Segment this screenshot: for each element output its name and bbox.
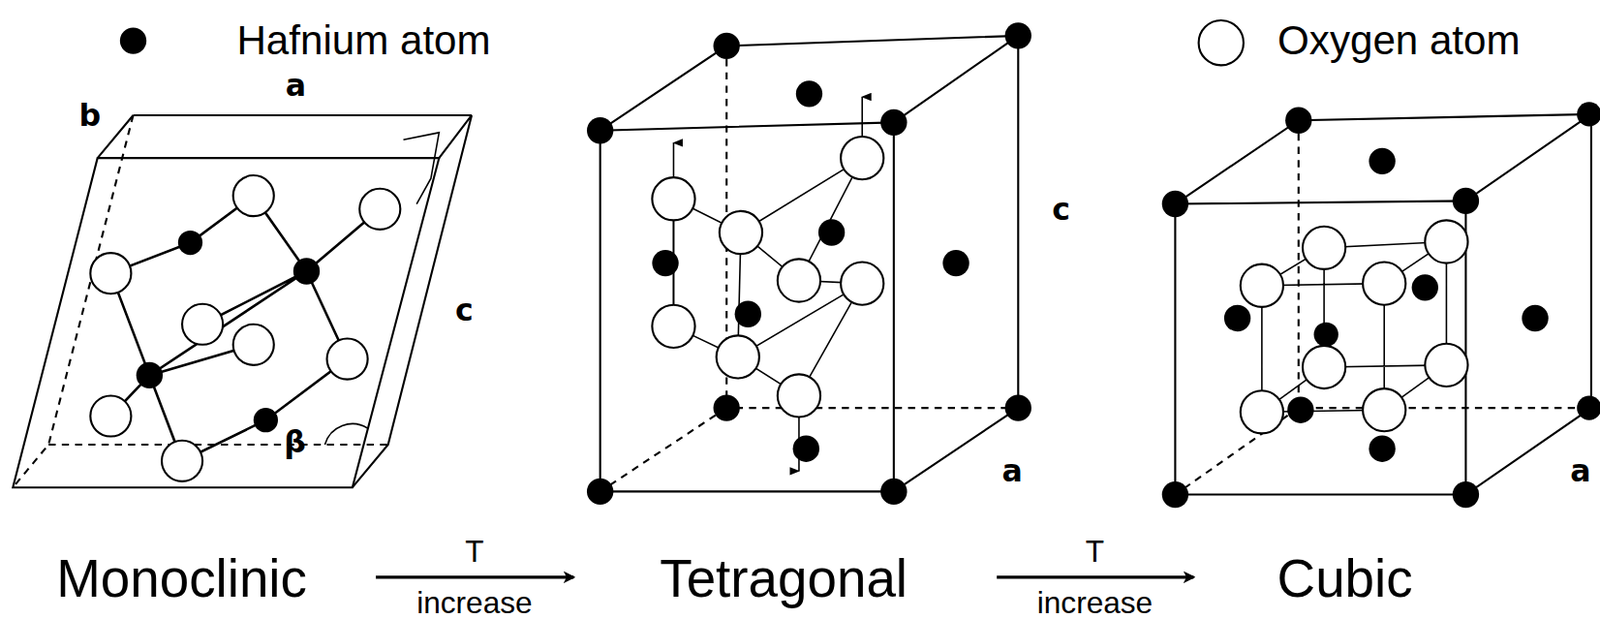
transition-label: increase [1037,587,1153,619]
lattice-label: a [1569,456,1591,488]
monoclinic-hafnium [136,230,320,432]
phase-name: Cubic [1277,552,1414,606]
transition-label: T [1085,536,1105,568]
legend-samples [120,20,1244,65]
legend-text: Hafnium atom [236,20,491,62]
monoclinic-cell [12,115,472,488]
lattice-label: a [1001,456,1022,488]
tetragonal-hafnium [586,22,1032,505]
tetragonal-bonds [673,96,862,471]
monoclinic-bonds [110,195,380,462]
cubic-cell [1174,114,1592,495]
tetragonal-oxygen [651,136,884,417]
phase-name: Tetragonal [659,552,908,606]
tetragonal-cell [600,35,1019,493]
lattice-label: b [78,100,101,132]
cubic-hafnium [1162,101,1600,508]
monoclinic-oxygen [90,175,400,482]
transition-label: increase [416,587,532,619]
lattice-label: c [1051,194,1071,226]
legend-text: Oxygen atom [1277,20,1521,62]
lattice-label: a [285,70,307,102]
transition-label: T [464,536,484,568]
cubic-oxygen [1240,219,1469,433]
lattice-label: β [283,427,307,459]
lattice-label: c [455,296,474,328]
phase-name: Monoclinic [56,552,308,606]
